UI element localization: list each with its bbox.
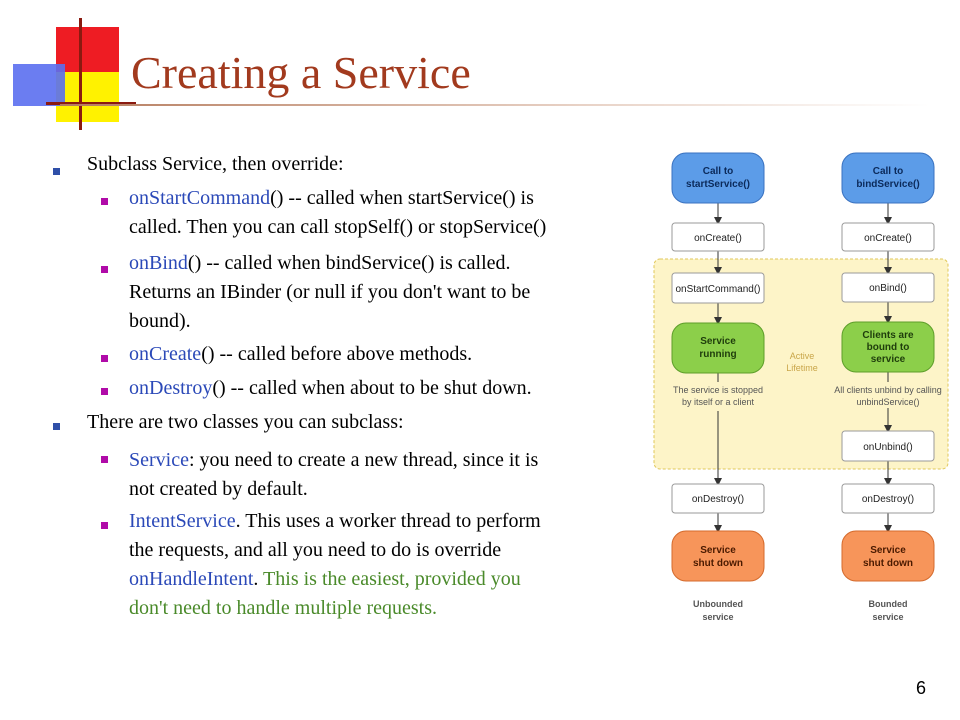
bullet-two-classes: There are two classes you can subclass: <box>87 411 404 433</box>
node-label: shut down <box>863 558 913 569</box>
node-label: Clients are <box>862 330 914 341</box>
text-line: called. Then you can call stopSelf() or … <box>129 216 547 238</box>
keyword-onhandleintent: onHandleIntent <box>129 568 254 590</box>
keyword-oncreate: onCreate <box>129 343 202 365</box>
node-label: onDestroy() <box>862 494 914 505</box>
sub-bullet-marker <box>101 388 108 395</box>
ondestroy-node <box>671 483 765 514</box>
column-caption: service <box>872 612 903 622</box>
text-line: : you need to create a new thread, since… <box>188 449 539 471</box>
node-label: service <box>871 354 906 365</box>
sub-bullet-ondestroy: onDestroy() -- called when about to be s… <box>129 374 649 403</box>
column-caption: service <box>702 612 733 622</box>
text-line: () -- called when about to be shut down. <box>212 377 532 399</box>
text-line: . <box>253 568 264 590</box>
node-label: Service <box>700 336 736 347</box>
call-startservice-node <box>671 152 765 204</box>
sub-bullet-oncreate: onCreate() -- called before above method… <box>129 340 649 369</box>
node-label: startService() <box>686 179 750 190</box>
node-label: onUnbind() <box>863 442 912 453</box>
unbind-note: unbindService() <box>856 397 919 407</box>
stop-note: The service is stopped <box>673 385 763 395</box>
decor-vertical-line <box>79 18 82 130</box>
column-caption: Bounded <box>869 599 908 609</box>
stop-note: by itself or a client <box>682 397 755 407</box>
decor-blue-square <box>13 64 65 106</box>
node-label: onCreate() <box>694 233 742 244</box>
node-label: Service <box>870 545 906 556</box>
page-number: 6 <box>916 678 927 698</box>
decor-yellow-square <box>56 72 119 122</box>
ondestroy-node <box>841 483 935 514</box>
onbind-node <box>841 272 935 303</box>
slide-title: Creating a Service <box>131 47 471 98</box>
sub-bullet-marker <box>101 266 108 273</box>
keyword-onstartcommand: onStartCommand <box>129 187 271 209</box>
node-label: onCreate() <box>864 233 912 244</box>
service-shutdown-node <box>841 530 935 582</box>
active-lifetime-region <box>653 258 949 470</box>
text-line: the requests, and all you need to do is … <box>129 539 502 561</box>
text-line: bound). <box>129 310 191 332</box>
node-label: onDestroy() <box>692 494 744 505</box>
bullet-marker <box>53 423 60 430</box>
node-label: onBind() <box>869 283 907 294</box>
bullet-subclass-service: Subclass Service, then override: <box>87 153 344 175</box>
call-bindservice-node <box>841 152 935 204</box>
node-label: bindService() <box>856 179 919 190</box>
onstartcommand-node <box>671 272 765 304</box>
service-lifecycle-diagram: Active Lifetime Call to startService() o… <box>653 152 949 622</box>
node-label: onStartCommand() <box>675 284 760 295</box>
sub-bullet-marker <box>101 456 108 463</box>
text-line: . This uses a worker thread to perform <box>235 510 541 532</box>
text-line: Returns an IBinder (or null if you don't… <box>129 281 531 303</box>
node-label: Call to <box>703 166 734 177</box>
sub-bullet-onbind: onBind() -- called when bindService() is… <box>129 249 649 336</box>
node-label: Call to <box>873 166 904 177</box>
sub-bullet-marker <box>101 355 108 362</box>
sub-bullet-marker <box>101 198 108 205</box>
unbind-note: All clients unbind by calling <box>834 385 942 395</box>
column-caption: Unbounded <box>693 599 743 609</box>
sub-bullet-marker <box>101 522 108 529</box>
active-lifetime-label: Lifetime <box>786 363 818 373</box>
title-underline <box>60 104 930 106</box>
bullet-marker <box>53 168 60 175</box>
active-lifetime-label: Active <box>790 351 815 361</box>
node-label: Service <box>700 545 736 556</box>
service-running-node <box>671 322 765 374</box>
node-label: running <box>699 349 736 360</box>
node-label: bound to <box>867 342 910 353</box>
onunbind-node <box>841 430 935 462</box>
decor-horizontal-line <box>46 102 136 105</box>
text-line: not created by default. <box>129 478 308 500</box>
text-line: () -- called when startService() is <box>270 187 534 209</box>
text-line: () -- called when bindService() is calle… <box>187 252 511 274</box>
oncreate-node <box>671 222 765 252</box>
keyword-ondestroy: onDestroy <box>129 377 213 399</box>
sub-bullet-intentservice: IntentService. This uses a worker thread… <box>129 507 649 623</box>
service-shutdown-node <box>671 530 765 582</box>
sub-bullet-service: Service: you need to create a new thread… <box>129 446 649 504</box>
keyword-onbind: onBind <box>129 252 188 274</box>
keyword-intentservice: IntentService <box>129 510 236 532</box>
oncreate-node <box>841 222 935 252</box>
highlight-text: don't need to handle multiple requests. <box>129 597 437 619</box>
node-label: shut down <box>693 558 743 569</box>
highlight-text: This is the easiest, provided you <box>263 568 521 590</box>
text-line: () -- called before above methods. <box>201 343 473 365</box>
keyword-service: Service <box>129 449 189 471</box>
clients-bound-node <box>841 321 935 373</box>
sub-bullet-onstartcommand: onStartCommand() -- called when startSer… <box>129 184 649 242</box>
